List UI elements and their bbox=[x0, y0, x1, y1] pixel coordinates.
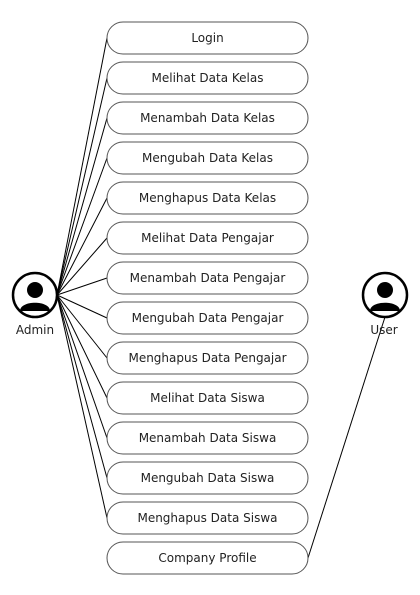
use-case-shape bbox=[106, 181, 309, 215]
use-case-label: Menghapus Data Pengajar bbox=[128, 351, 286, 365]
use-case-shape bbox=[106, 501, 309, 535]
use-case-shape bbox=[106, 381, 309, 415]
use-case-label: Menambah Data Kelas bbox=[140, 111, 275, 125]
use-case: Menghapus Data Pengajar bbox=[106, 341, 309, 375]
use-case: Melihat Data Pengajar bbox=[106, 221, 309, 255]
use-case: Company Profile bbox=[106, 541, 309, 575]
admin-association-line bbox=[56, 294, 108, 399]
use-case-shape bbox=[106, 421, 309, 455]
association-lines bbox=[56, 37, 386, 559]
use-case-label: Melihat Data Pengajar bbox=[141, 231, 274, 245]
admin-body bbox=[20, 302, 50, 311]
use-case: Melihat Data Siswa bbox=[106, 381, 309, 415]
use-case-label: Menambah Data Pengajar bbox=[130, 271, 286, 285]
use-case-label: Melihat Data Kelas bbox=[152, 71, 264, 85]
admin-association-line bbox=[56, 197, 108, 296]
use-case: Mengubah Data Kelas bbox=[106, 141, 309, 175]
use-case: Melihat Data Kelas bbox=[106, 61, 309, 95]
admin-association-line bbox=[56, 117, 108, 296]
use-case-shape bbox=[106, 221, 309, 255]
use-case-label: Mengubah Data Pengajar bbox=[132, 311, 284, 325]
user-association-line bbox=[307, 316, 386, 559]
user-head bbox=[377, 282, 393, 298]
use-case-label: Menambah Data Siswa bbox=[139, 431, 277, 445]
admin-association-line bbox=[56, 157, 108, 296]
use-case-label: Menghapus Data Kelas bbox=[139, 191, 276, 205]
use-case-label: Menghapus Data Siswa bbox=[137, 511, 277, 525]
admin-association-line bbox=[56, 294, 108, 319]
use-case-shape bbox=[106, 61, 309, 95]
use-case: Menghapus Data Kelas bbox=[106, 181, 309, 215]
use-case: Menambah Data Siswa bbox=[106, 421, 309, 455]
admin-association-line bbox=[56, 294, 108, 519]
use-case-shape bbox=[106, 101, 309, 135]
admin-label: Admin bbox=[16, 323, 54, 337]
use-case-shape bbox=[106, 301, 309, 335]
use-case: Menambah Data Kelas bbox=[106, 101, 309, 135]
use-case-shape bbox=[106, 21, 309, 55]
use-case-shape bbox=[106, 541, 309, 575]
user-label: User bbox=[370, 323, 397, 337]
use-case-label: Mengubah Data Siswa bbox=[141, 471, 275, 485]
use-case: Mengubah Data Pengajar bbox=[106, 301, 309, 335]
use-case-label: Melihat Data Siswa bbox=[150, 391, 265, 405]
admin-association-line bbox=[56, 237, 108, 296]
use-case-shape bbox=[106, 261, 309, 295]
use-case-label: Mengubah Data Kelas bbox=[142, 151, 273, 165]
use-case: Menambah Data Pengajar bbox=[106, 261, 309, 295]
use-case-shape bbox=[106, 341, 309, 375]
user-body bbox=[370, 302, 400, 311]
admin-head bbox=[27, 282, 43, 298]
admin-association-line bbox=[56, 77, 108, 296]
use-case: Mengubah Data Siswa bbox=[106, 461, 309, 495]
admin-association-line bbox=[56, 294, 108, 359]
admin-association-line bbox=[56, 277, 108, 296]
use-case-shape bbox=[106, 141, 309, 175]
actor-user: User bbox=[361, 271, 409, 337]
use-case: Login bbox=[106, 21, 309, 55]
use-case-label: Login bbox=[191, 31, 223, 45]
actor-admin: Admin bbox=[11, 271, 59, 337]
use-case-shape bbox=[106, 461, 309, 495]
admin-association-line bbox=[56, 294, 108, 439]
use-case-label: Company Profile bbox=[158, 551, 256, 565]
admin-association-line bbox=[56, 294, 108, 479]
use-case: Menghapus Data Siswa bbox=[106, 501, 309, 535]
admin-association-line bbox=[56, 37, 108, 296]
